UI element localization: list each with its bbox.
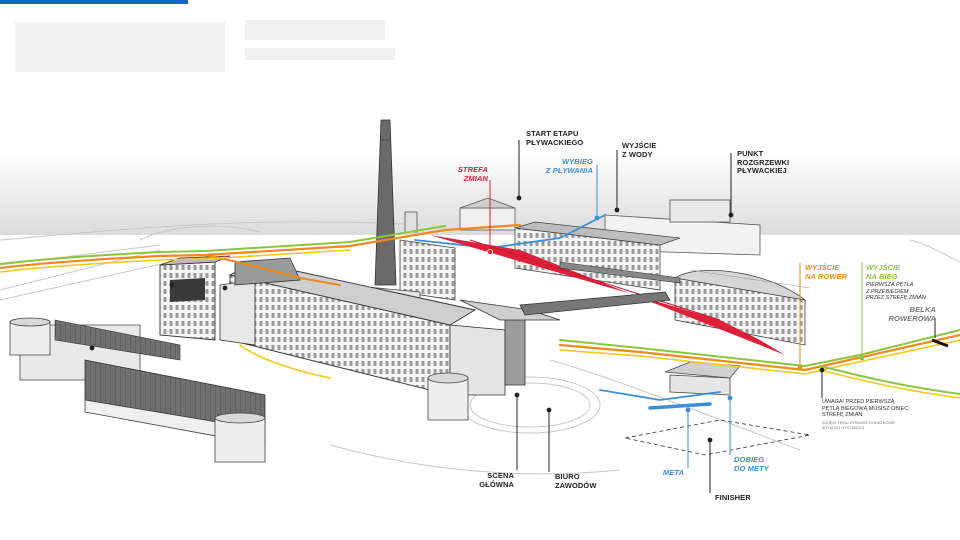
building-hangar: [673, 269, 811, 346]
leader-lines: [489, 140, 936, 493]
pipe-bridge: [519, 261, 681, 316]
transition-line: [469, 239, 721, 321]
top-accent-bar: [0, 0, 188, 4]
tower-small: [404, 211, 418, 233]
silos: [9, 317, 469, 463]
bike-beam: [931, 338, 949, 348]
building-left-tower: [159, 255, 231, 341]
building-swim-start: [459, 197, 516, 231]
building-small-finish: [664, 361, 741, 396]
route-run: [0, 225, 960, 399]
markers: [89, 195, 865, 443]
label-finisher: FINISHER: [715, 493, 751, 502]
backdrop-ghost: [15, 20, 395, 72]
label-finish-line: META: [662, 468, 684, 477]
finisher-area: [624, 419, 811, 456]
route-swim: [414, 214, 721, 410]
chimney: [374, 119, 397, 286]
